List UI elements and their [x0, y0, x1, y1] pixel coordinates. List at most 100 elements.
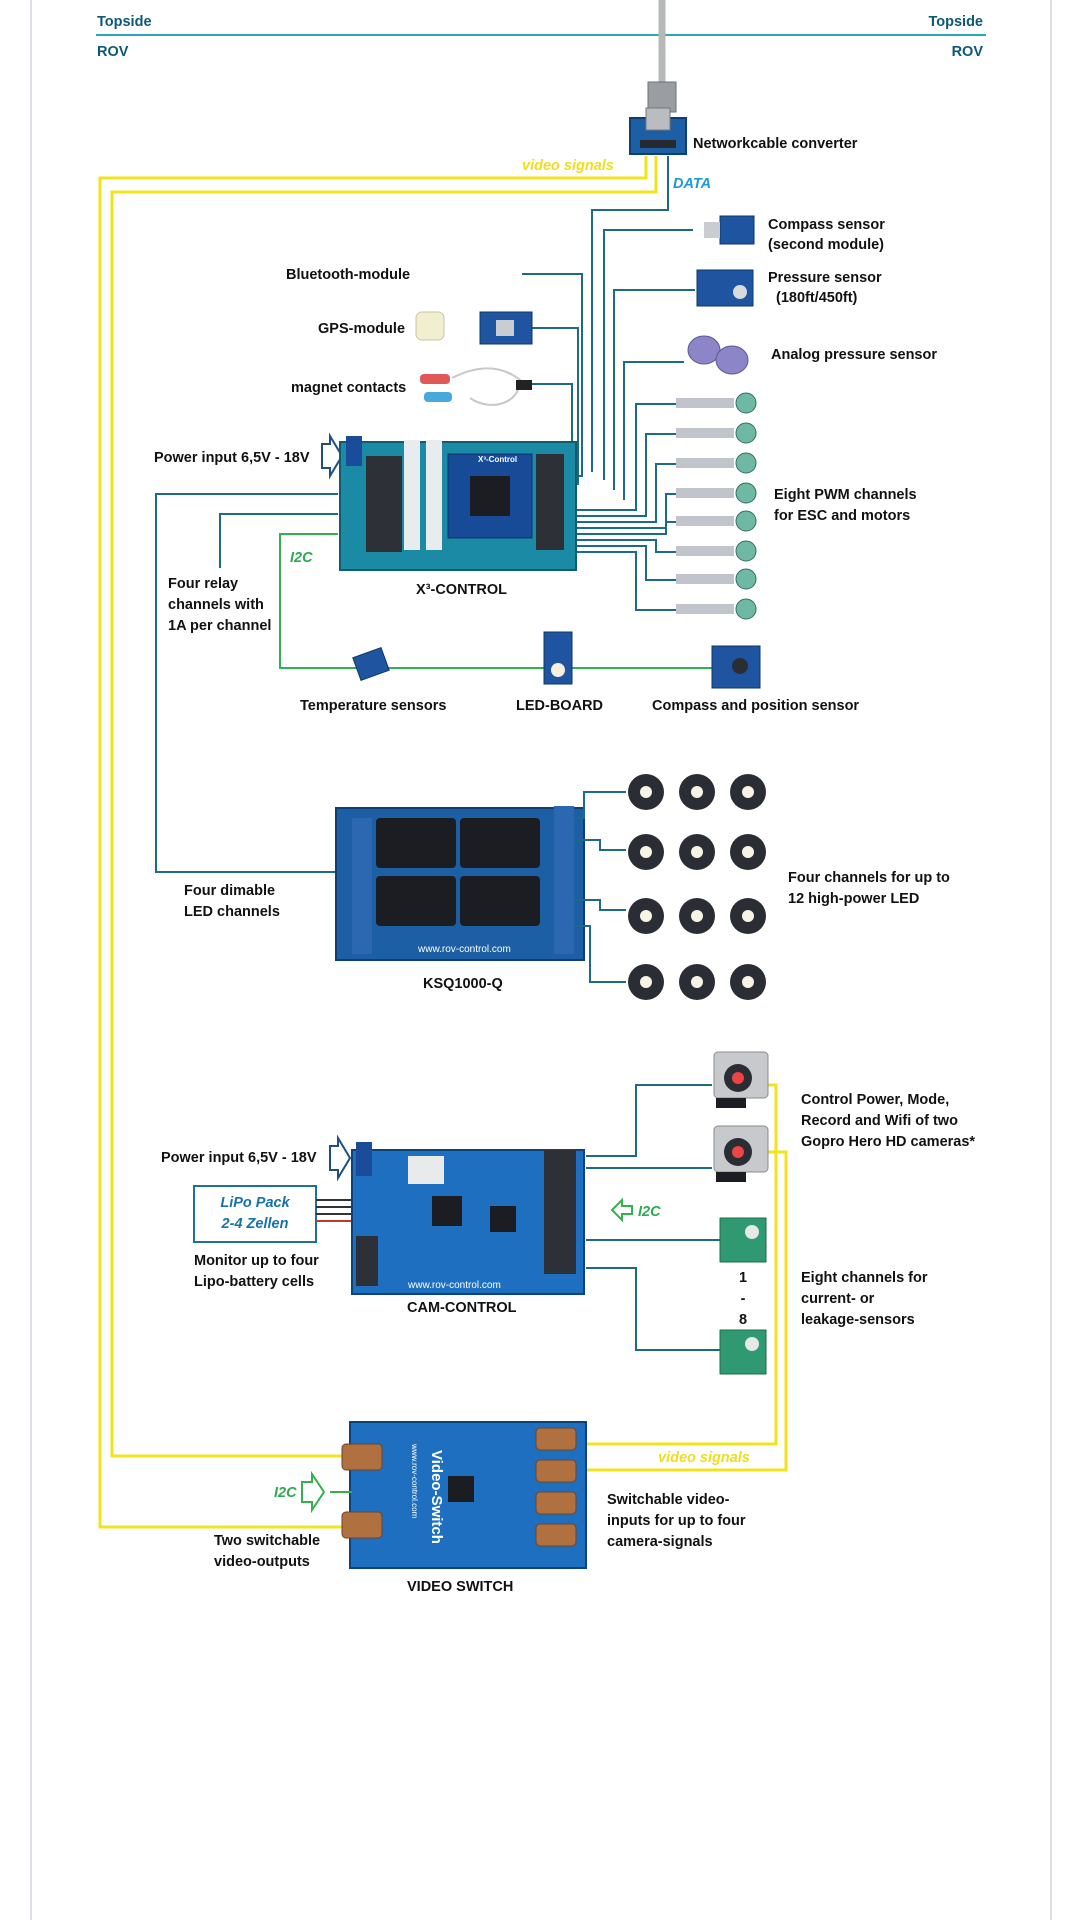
gopro-label-3: Gopro Hero HD cameras*	[801, 1134, 975, 1150]
pressure-sensor-board	[696, 269, 754, 307]
ksq-label: KSQ1000-Q	[423, 976, 503, 992]
data-label: DATA	[673, 176, 711, 192]
power-input-x3-label: Power input 6,5V - 18V	[154, 450, 310, 466]
ksq1000-board	[335, 806, 585, 961]
relay-channel-wire	[219, 513, 338, 568]
data-wire-analog-pressure	[623, 361, 684, 500]
current-label-1: Eight channels for	[801, 1270, 928, 1286]
topside-left-label: Topside	[97, 14, 152, 30]
switchable-out-label-1: Two switchable	[214, 1533, 320, 1549]
network-converter-label: Networkcable converter	[693, 136, 858, 152]
compass-sensor-label-1: Compass sensor	[768, 217, 885, 233]
pressure-sensor-label-2: (180ft/450ft)	[776, 290, 858, 306]
analog-pressure-sensor	[687, 335, 749, 375]
switchable-in-label-1: Switchable video-	[607, 1492, 730, 1508]
led-board-device	[543, 631, 573, 685]
cam-board-url: www.rov-control.com	[407, 1280, 501, 1291]
lipo-sense-wires	[316, 1199, 354, 1222]
highpower-label-1: Four channels for up to	[788, 870, 950, 886]
topside-right-label: Topside	[928, 14, 983, 30]
gps-module-label: GPS-module	[318, 321, 405, 337]
highpower-label-2: 12 high-power LED	[788, 891, 919, 907]
analog-pressure-label: Analog pressure sensor	[771, 347, 937, 363]
network-converter-board	[629, 107, 687, 155]
video-signal-wire-outer	[98, 156, 648, 1529]
power-input-cam-label: Power input 6,5V - 18V	[161, 1150, 317, 1166]
x3-control-label: X³-CONTROL	[416, 582, 507, 598]
pwm-label-1: Eight PWM channels	[774, 487, 917, 503]
magnet-contacts-device	[420, 367, 532, 406]
switchable-in-label-2: inputs for up to four	[607, 1513, 746, 1529]
led-row-1	[628, 774, 766, 810]
rov-right-label: ROV	[952, 44, 984, 60]
lipo-pack-label-1: LiPo Pack	[220, 1195, 290, 1211]
network-cable	[647, 0, 677, 113]
magnet-contacts-label: magnet contacts	[291, 380, 406, 396]
data-wire-compass	[603, 229, 693, 480]
dimable-label-2: LED channels	[184, 904, 280, 920]
i2c-x3-label: I2C	[290, 550, 313, 566]
current-label-3: leakage-sensors	[801, 1312, 915, 1328]
x3-control-board	[339, 436, 577, 571]
pressure-sensor-label-1: Pressure sensor	[768, 270, 882, 286]
rov-left-label: ROV	[97, 44, 129, 60]
gps-module-device	[415, 311, 533, 345]
i2c-video-label: I2C	[274, 1485, 297, 1501]
data-wire-1	[591, 156, 669, 472]
pwm-wires	[572, 403, 676, 611]
video-signals-top-label: video signals	[522, 158, 614, 174]
monitor-label-2: Lipo-battery cells	[194, 1274, 314, 1290]
gopro-label-2: Record and Wifi of two	[801, 1113, 958, 1129]
gopro-camera-2	[713, 1125, 769, 1182]
led-channel-wires	[574, 791, 626, 983]
dimable-label-1: Four dimable	[184, 883, 275, 899]
channel-index-top: 1	[739, 1270, 747, 1286]
i2c-bus-x3	[279, 533, 712, 669]
relay-label-3: 1A per channel	[168, 618, 271, 634]
current-sensor-wire-8	[586, 1267, 720, 1351]
compass-position-sensor-device	[711, 645, 761, 689]
pwm-esc-connectors	[676, 392, 757, 620]
cam-control-label: CAM-CONTROL	[407, 1300, 517, 1316]
compass-position-label: Compass and position sensor	[652, 698, 859, 714]
i2c-cam-label: I2C	[638, 1204, 661, 1220]
video-signal-wire-cam1	[584, 1083, 778, 1446]
video-signal-wire-inner	[110, 156, 658, 1458]
led-board-label: LED-BOARD	[516, 698, 603, 714]
led-row-2	[628, 834, 766, 870]
gopro-camera-1	[713, 1051, 769, 1108]
relay-label-2: channels with	[168, 597, 264, 613]
video-signals-bottom-label: video signals	[658, 1450, 750, 1466]
video-switch-label: VIDEO SWITCH	[407, 1579, 513, 1595]
temperature-sensor-device	[352, 646, 390, 682]
led-row-4	[628, 964, 766, 1000]
gopro-wire-1	[586, 1084, 712, 1157]
switchable-out-label-2: video-outputs	[214, 1554, 310, 1570]
x3-board-text: X³-Control	[478, 455, 517, 464]
lipo-pack-label-2: 2-4 Zellen	[221, 1216, 289, 1232]
temperature-sensors-label: Temperature sensors	[300, 698, 446, 714]
cam-control-board	[351, 1142, 585, 1295]
compass-sensor-board	[704, 215, 755, 245]
led-row-3	[628, 898, 766, 934]
video-switch-board-url: www.rov-control.com	[410, 1443, 419, 1519]
ksq-board-url: www.rov-control.com	[417, 944, 511, 955]
compass-sensor-label-2: (second module)	[768, 237, 884, 253]
power-input-cam-arrow-icon	[329, 1134, 352, 1182]
relay-to-ksq-wire	[155, 493, 338, 873]
current-sensor-8	[719, 1329, 767, 1375]
high-power-led-array	[628, 774, 766, 1000]
data-wire-pressure	[613, 289, 695, 490]
i2c-cam-arrow-icon	[610, 1197, 633, 1223]
i2c-video-arrow-icon	[301, 1470, 326, 1514]
channel-index-bottom: 8	[739, 1312, 747, 1328]
monitor-label-1: Monitor up to four	[194, 1253, 319, 1269]
current-label-2: current- or	[801, 1291, 875, 1307]
video-switch-board-text: Video-Switch	[428, 1450, 445, 1544]
relay-label-1: Four relay	[168, 576, 238, 592]
power-input-x3-arrow-icon	[321, 432, 344, 480]
video-signal-wire-cam2	[584, 1150, 788, 1472]
gopro-label-1: Control Power, Mode,	[801, 1092, 949, 1108]
switchable-in-label-3: camera-signals	[607, 1534, 713, 1550]
